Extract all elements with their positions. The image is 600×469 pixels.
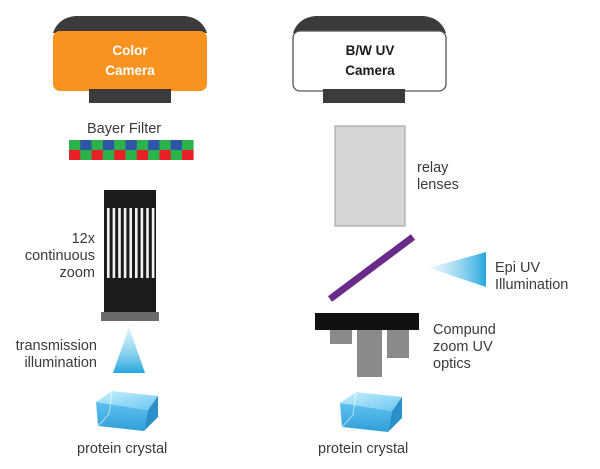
bayer-cell — [114, 140, 126, 150]
bayer-cell — [159, 150, 171, 160]
relay-label-line1: relay — [417, 160, 449, 176]
bayer-cell — [102, 150, 115, 160]
transmission-label-line1: transmission — [15, 338, 97, 354]
bw-camera-dome — [293, 16, 446, 33]
color-camera — [53, 16, 207, 103]
protein-crystal-right-label: protein crystal — [318, 441, 409, 457]
bayer-cell — [182, 150, 194, 160]
protein-crystal-right-icon — [340, 391, 402, 432]
bayer-cell — [114, 150, 126, 160]
zoom-label-line2: continuous — [24, 248, 95, 264]
epi-label-line1: Epi UV — [495, 260, 541, 276]
bayer-cell — [125, 140, 138, 150]
zoom-lens-base — [101, 312, 159, 321]
zoom-ring-stripe — [123, 208, 127, 278]
zoom-ring-stripe — [140, 208, 144, 278]
zoom-ring-stripe — [129, 208, 132, 278]
uv-dichroic-mirror — [327, 234, 416, 302]
zoom-label-line3: zoom — [59, 265, 95, 281]
bayer-cell — [148, 140, 160, 150]
protein-crystal-left-icon — [96, 390, 158, 431]
color-camera-title-line2: Camera — [105, 63, 155, 78]
relay-lenses — [334, 125, 406, 227]
bayer-cell — [91, 150, 104, 160]
color-camera-mount — [89, 89, 171, 103]
bw-camera-title: B/W UV Camera — [295, 41, 445, 81]
optics-label-line2: zoom UV — [433, 339, 493, 355]
bw-camera-mount — [323, 89, 405, 103]
bayer-cell — [125, 150, 138, 160]
transmission-label-line2: illumination — [24, 355, 97, 371]
bayer-cell — [69, 140, 81, 150]
bw-camera-title-line1: B/W UV — [345, 43, 395, 58]
bayer-cell — [80, 150, 92, 160]
zoom-ring-stripe — [135, 208, 138, 278]
protein-crystal-left-label: protein crystal — [77, 441, 168, 457]
transmission-illumination-label: transmission illumination — [4, 338, 97, 372]
epi-uv-illumination-label: Epi UV Illumination — [495, 260, 568, 294]
zoom-ring-stripe — [146, 208, 149, 278]
zoom-label-line1: 12x — [71, 231, 95, 247]
color-camera-dome — [53, 16, 207, 33]
bayer-cell — [102, 140, 115, 150]
color-camera-body — [53, 31, 207, 91]
epi-uv-beam — [429, 252, 486, 287]
bayer-cell — [148, 150, 160, 160]
bayer-cell — [136, 140, 149, 150]
zoom-ring-stripe — [151, 208, 155, 278]
bayer-filter — [69, 140, 194, 160]
color-camera-title: Color Camera — [55, 41, 205, 81]
bayer-cell — [69, 150, 81, 160]
bayer-filter-label: Bayer Filter — [87, 121, 162, 137]
compound-zoom-optics-label: Compund zoom UV optics — [433, 322, 496, 373]
zoom-lens — [101, 190, 159, 321]
zoom-ring-stripe — [112, 208, 116, 278]
bayer-cell — [182, 140, 194, 150]
bw-uv-camera — [292, 16, 447, 103]
zoom-ring-stripe — [107, 208, 110, 278]
relay-label-line2: lenses — [417, 177, 459, 193]
color-camera-title-line1: Color — [112, 43, 148, 58]
relay-lenses-label: relay lenses — [417, 160, 459, 194]
bayer-cell — [170, 150, 183, 160]
bayer-cell — [136, 150, 149, 160]
epi-label-line2: Illumination — [495, 277, 569, 293]
bw-camera-title-line2: Camera — [345, 63, 395, 78]
bayer-cell — [159, 140, 171, 150]
optics-label-line1: Compund — [433, 322, 496, 338]
bayer-cell — [91, 140, 104, 150]
transmission-beam — [113, 327, 145, 373]
zoom-ring-stripe — [118, 208, 121, 278]
bayer-cell — [80, 140, 92, 150]
optics-label-line3: optics — [433, 356, 471, 372]
compound-zoom-uv-optics — [315, 313, 419, 377]
bayer-cell — [170, 140, 183, 150]
zoom-label: 12x continuous zoom — [7, 231, 95, 282]
